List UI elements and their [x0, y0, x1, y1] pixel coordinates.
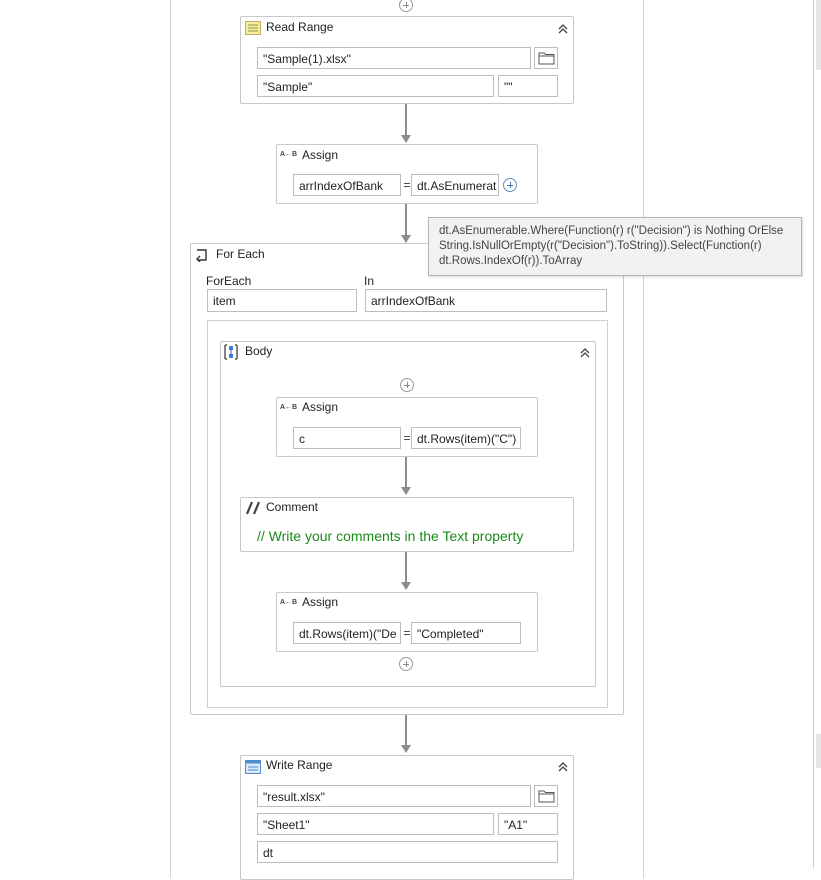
tooltip-line: dt.AsEnumerable.Where(Function(r) r("Dec…	[439, 225, 784, 237]
assign-activity[interactable]: A←B Assign arrIndexOfBank = dt.AsEnumera…	[276, 144, 538, 204]
read-range-activity[interactable]: Read Range "Sample(1).xlsx" "Sample" ""	[240, 16, 574, 104]
scroll-track-marker	[816, 0, 821, 70]
collapse-icon[interactable]	[557, 23, 569, 35]
assign-to-input[interactable]: dt.Rows(item)("De	[293, 622, 401, 644]
connector-line	[405, 204, 407, 236]
activity-title: Write Range	[266, 758, 333, 772]
add-activity-button[interactable]	[399, 0, 413, 12]
assign-icon: A←B	[280, 404, 298, 411]
connector-line	[405, 104, 407, 136]
connector-arrow	[401, 135, 411, 143]
sheet-name-input[interactable]: "Sheet1"	[257, 813, 494, 835]
collapse-icon[interactable]	[557, 761, 569, 773]
activity-title: Comment	[266, 500, 319, 514]
range-input[interactable]: ""	[498, 75, 558, 97]
excel-write-icon	[245, 760, 261, 774]
activity-title: Assign	[302, 595, 339, 609]
foreach-collection-input[interactable]: arrIndexOfBank	[365, 289, 607, 312]
foreach-item-input[interactable]: item	[207, 289, 357, 312]
add-activity-button[interactable]	[399, 657, 413, 671]
activity-title: Assign	[302, 400, 339, 414]
activity-title: Read Range	[266, 20, 334, 34]
equals-sign: =	[403, 431, 411, 445]
comment-text[interactable]: // Write your comments in the Text prope…	[257, 528, 524, 544]
connector-line	[405, 552, 407, 583]
assign-value-input[interactable]: "Completed"	[411, 622, 521, 644]
comment-icon	[245, 501, 261, 515]
for-each-icon	[194, 248, 208, 263]
equals-sign: =	[403, 626, 411, 640]
activity-title: Body	[245, 344, 273, 358]
excel-read-icon	[245, 21, 261, 35]
add-icon[interactable]	[503, 178, 517, 192]
connector-arrow	[401, 235, 411, 243]
activity-title: For Each	[216, 247, 265, 261]
foreach-label: ForEach	[206, 274, 252, 288]
comment-activity[interactable]: Comment // Write your comments in the Te…	[240, 497, 574, 552]
folder-icon	[538, 52, 555, 65]
in-label: In	[364, 274, 375, 288]
assign-value-input[interactable]: dt.Rows(item)("C")	[411, 427, 521, 449]
assign-to-input[interactable]: c	[293, 427, 401, 449]
assign-icon: A←B	[280, 151, 298, 158]
tooltip-line: String.IsNullOrEmpty(r("Decision").ToStr…	[439, 240, 762, 252]
datatable-input[interactable]: dt	[257, 841, 558, 863]
workflow-canvas	[170, 0, 644, 878]
panel-divider	[813, 0, 814, 868]
assign-to-input[interactable]: arrIndexOfBank	[293, 174, 401, 196]
connector-arrow	[401, 582, 411, 590]
assign-activity[interactable]: A←B Assign dt.Rows(item)("De = "Complete…	[276, 592, 538, 652]
collapse-icon[interactable]	[579, 347, 591, 359]
scroll-track-marker	[816, 734, 821, 768]
equals-sign: =	[403, 178, 411, 192]
sheet-name-input[interactable]: "Sample"	[257, 75, 494, 97]
assign-icon: A←B	[280, 599, 298, 606]
tooltip-line: dt.Rows.IndexOf(r)).ToArray	[439, 255, 583, 267]
expression-tooltip: dt.AsEnumerable.Where(Function(r) r("Dec…	[428, 217, 802, 276]
write-range-activity[interactable]: Write Range "result.xlsx" "Sheet1" "A1" …	[240, 755, 574, 880]
folder-icon	[538, 790, 555, 803]
add-activity-button[interactable]	[400, 378, 414, 392]
assign-value-input[interactable]: dt.AsEnumerat	[411, 174, 499, 196]
connector-line	[405, 457, 407, 488]
workbook-path-input[interactable]: "result.xlsx"	[257, 785, 531, 807]
connector-line	[405, 715, 407, 746]
connector-arrow	[401, 487, 411, 495]
starting-cell-input[interactable]: "A1"	[498, 813, 558, 835]
browse-file-button[interactable]	[534, 785, 558, 807]
sequence-icon	[223, 344, 239, 360]
assign-activity[interactable]: A←B Assign c = dt.Rows(item)("C")	[276, 397, 538, 457]
activity-title: Assign	[302, 148, 339, 162]
browse-file-button[interactable]	[534, 47, 558, 69]
connector-arrow	[401, 745, 411, 753]
workbook-path-input[interactable]: "Sample(1).xlsx"	[257, 47, 531, 69]
